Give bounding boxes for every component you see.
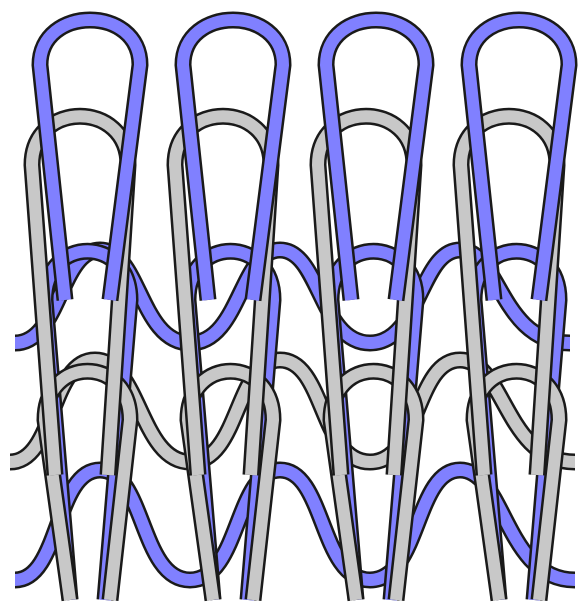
stitch-loops bbox=[32, 20, 569, 600]
